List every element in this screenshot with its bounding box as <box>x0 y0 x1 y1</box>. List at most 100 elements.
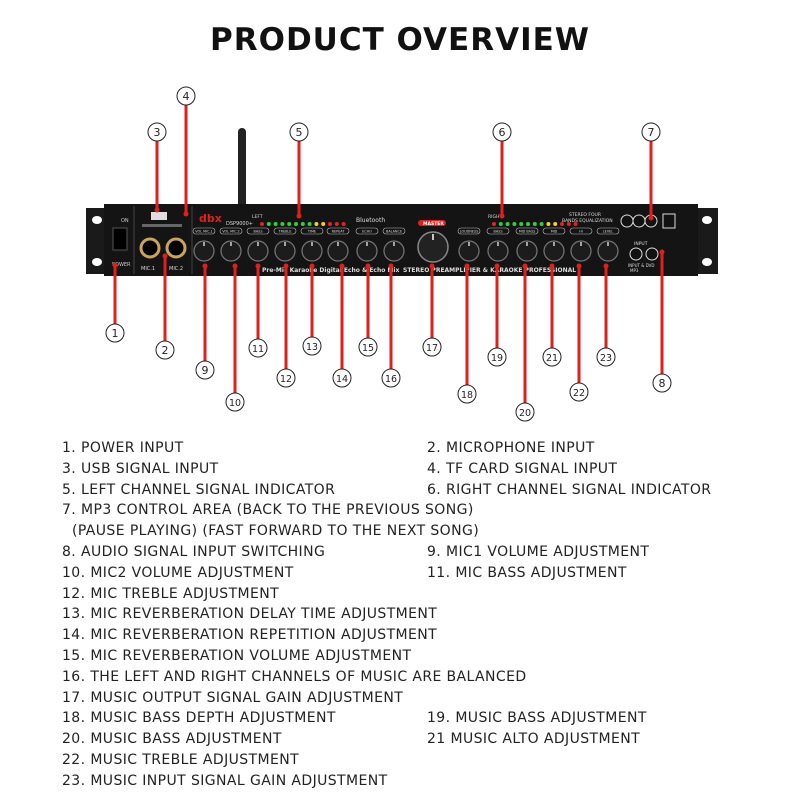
mic2-jack[interactable] <box>165 237 187 259</box>
mp3-play-pause-button[interactable] <box>632 214 646 228</box>
device-diagram: ON POWER MIC.1 MIC.2 dbx DSP9000+ LEFT R… <box>86 86 718 422</box>
signal-led <box>341 222 346 226</box>
callout-number: 19 <box>491 353 503 364</box>
callout-circle <box>195 360 215 380</box>
signal-led <box>273 222 278 226</box>
rack-ear-left <box>86 208 108 274</box>
left-channel-leds <box>260 222 346 226</box>
legend-row: 22. MUSIC TREBLE ADJUSTMENT <box>62 750 782 771</box>
knob-label-box <box>542 227 566 235</box>
power-label: POWER <box>112 262 131 268</box>
legend-item: 1. POWER INPUT <box>62 440 184 456</box>
mp3-prev-button[interactable] <box>620 214 634 228</box>
left-meter-label: LEFT <box>252 214 263 220</box>
signal-led <box>566 222 571 226</box>
legend-item: 15. MIC REVERBERATION VOLUME ADJUSTMENT <box>62 647 412 664</box>
knob[interactable] <box>458 240 480 262</box>
legend-row: (PAUSE PLAYING) (FAST FORWARD TO THE NEX… <box>62 521 782 542</box>
input-switch-button-1[interactable] <box>629 247 643 261</box>
callout-number: 6 <box>499 126 506 139</box>
eq-title-1: STEREO FOUR <box>569 212 601 218</box>
legend-item: 11. MIC BASS ADJUSTMENT <box>427 564 627 581</box>
callout-number: 23 <box>600 353 612 364</box>
knob-label: LOUDNESS <box>460 230 479 234</box>
signal-led <box>321 222 326 226</box>
legend-item: 23. MUSIC INPUT SIGNAL GAIN ADJUSTMENT <box>62 772 388 789</box>
signal-led <box>334 222 339 226</box>
callout-circle <box>492 122 512 142</box>
callout-number: 12 <box>280 374 292 385</box>
knob[interactable] <box>220 240 242 262</box>
callout-circle <box>302 336 322 356</box>
knob-label-box <box>355 227 379 235</box>
signal-led <box>553 222 558 226</box>
callout-circle <box>105 323 125 343</box>
signal-led <box>539 222 544 226</box>
signal-led <box>294 222 298 226</box>
knob[interactable] <box>327 240 349 262</box>
callout-circle <box>596 347 616 367</box>
signal-led <box>532 222 537 226</box>
knob[interactable] <box>487 240 509 262</box>
callout-number: 2 <box>162 344 169 357</box>
callout-circle <box>176 86 196 106</box>
knob[interactable] <box>247 240 269 262</box>
legend-item: 8. AUDIO SIGNAL INPUT SWITCHING <box>62 543 326 560</box>
power-switch[interactable] <box>112 227 128 251</box>
knob-label: BALANCE <box>386 230 402 234</box>
knob[interactable] <box>356 240 378 262</box>
callout-circle <box>248 338 268 358</box>
mic1-jack[interactable] <box>139 237 161 259</box>
knob-label: BASS <box>494 230 503 234</box>
legend-item: 5. LEFT CHANNEL SIGNAL INDICATOR <box>62 481 336 498</box>
input-switch-button-2[interactable] <box>645 247 659 261</box>
callout-circle <box>276 368 296 388</box>
signal-led <box>498 222 503 226</box>
knob-label: MID <box>551 230 558 234</box>
signal-led <box>266 222 271 226</box>
callout-number: 1 <box>112 327 119 340</box>
callout-number: 22 <box>573 388 585 399</box>
knob[interactable] <box>570 240 592 262</box>
knob-label: HI <box>579 230 583 234</box>
knob-label-box <box>569 227 593 235</box>
knob[interactable] <box>301 240 323 262</box>
knob-label: TREBLE <box>278 230 292 234</box>
legend-item: 13. MIC REVERBERATION DELAY TIME ADJUSTM… <box>62 606 438 623</box>
callout-circle <box>155 340 175 360</box>
knob[interactable] <box>516 240 538 262</box>
master-knob[interactable] <box>417 231 449 263</box>
knob[interactable] <box>274 240 296 262</box>
tf-card-slot[interactable] <box>142 224 182 227</box>
mp3-icon <box>662 213 676 229</box>
callout-circle <box>381 368 401 388</box>
callout-circle <box>487 347 507 367</box>
signal-led <box>307 222 312 226</box>
knob-label-box <box>382 227 406 235</box>
knob[interactable] <box>193 240 215 262</box>
signal-led <box>519 222 524 226</box>
knob-label: VOL MIC.2 <box>222 230 239 234</box>
master-label: MASTER <box>423 221 444 227</box>
knob-label: REPEAT <box>332 230 346 234</box>
strip-right-text: STEREO PREAMPLIFIER & KARAOKE PROFESSION… <box>403 267 576 274</box>
knob-label: ECHO <box>362 230 372 234</box>
mic2-label: MIC.2 <box>169 266 183 272</box>
legend-item: 3. USB SIGNAL INPUT <box>62 460 219 477</box>
legend-row: 7. MP3 CONTROL AREA (BACK TO THE PREVIOU… <box>62 500 782 521</box>
signal-led <box>260 222 264 226</box>
signal-led <box>328 222 332 226</box>
callout-number: 9 <box>202 364 209 377</box>
knob[interactable] <box>543 240 565 262</box>
knob[interactable] <box>597 240 619 262</box>
callout-number: 20 <box>519 408 531 419</box>
callout-number: 16 <box>385 374 397 385</box>
legend-row: 12. MIC TREBLE ADJUSTMENT <box>62 584 782 605</box>
knob[interactable] <box>383 240 405 262</box>
model-label: DSP9000+ <box>226 221 253 227</box>
usb-port[interactable] <box>151 212 167 220</box>
